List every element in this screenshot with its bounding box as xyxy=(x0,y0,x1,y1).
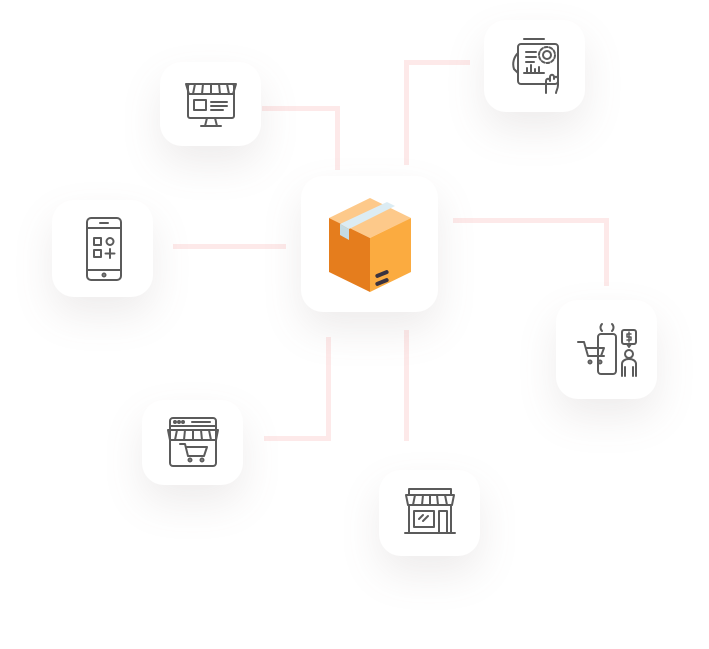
mobile-app-card[interactable] xyxy=(52,200,153,297)
storefront-icon xyxy=(403,488,456,534)
connector-mobile-payment xyxy=(453,218,609,223)
web-store-cart-icon xyxy=(166,416,219,467)
central-package-card xyxy=(301,176,438,312)
online-store-monitor-card[interactable] xyxy=(160,62,261,146)
mobile-shopping-payment-icon xyxy=(576,322,637,377)
connector-mobile-app xyxy=(173,244,286,249)
mobile-payment-card[interactable] xyxy=(556,300,657,399)
tablet-settings-analytics-icon xyxy=(511,38,559,94)
connector-tablet xyxy=(404,60,409,165)
connector-store-monitor xyxy=(262,106,340,111)
tablet-settings-card[interactable] xyxy=(484,20,585,112)
online-store-monitor-icon xyxy=(184,83,237,127)
connector-web-store xyxy=(264,436,331,441)
connector-web-store xyxy=(326,337,331,441)
connector-tablet xyxy=(404,60,470,65)
connector-mobile-payment xyxy=(604,218,609,286)
connector-storefront xyxy=(404,330,409,441)
package-box-icon xyxy=(328,198,411,292)
connector-store-monitor xyxy=(335,106,340,170)
web-store-cart-card[interactable] xyxy=(142,400,243,485)
storefront-card[interactable] xyxy=(379,470,480,556)
mobile-app-grid-icon xyxy=(85,216,122,281)
